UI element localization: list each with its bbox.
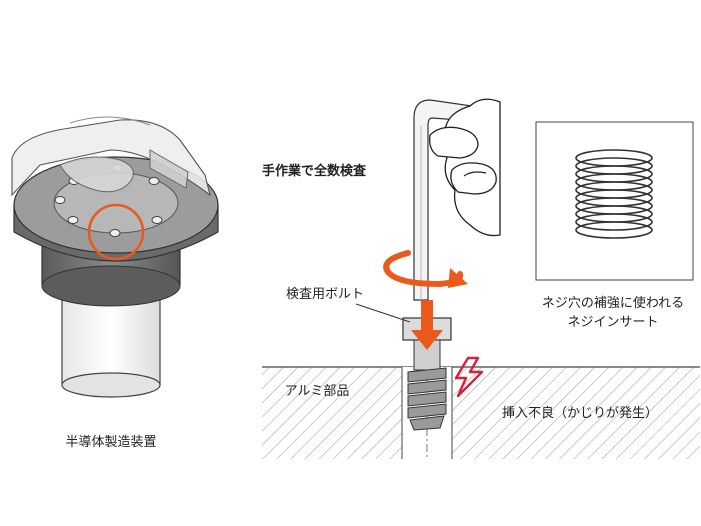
aluminum-part-label: アルミ部品 [285, 384, 350, 399]
bolt-leader-line [355, 303, 411, 323]
rotation-arrowhead-icon [448, 268, 468, 288]
insert-caption-line1: ネジ穴の補強に使われる [542, 295, 684, 311]
down-arrow-icon [411, 300, 443, 350]
insertion-failure-label: 挿入不良（かじりが発生） [502, 405, 658, 421]
lightning-icon [454, 356, 484, 398]
aluminum-part [262, 366, 700, 459]
insert-caption-line2: ネジインサート [567, 315, 658, 330]
inspection-bolt [402, 317, 452, 431]
inspection-bolt-label: 検査用ボルト [286, 287, 364, 302]
equipment-label: 半導体製造装置 [65, 435, 156, 450]
insert-callout-box [535, 121, 694, 281]
manual-inspection-label: 手作業で全数検査 [262, 163, 367, 179]
coil-insert-icon [575, 149, 653, 239]
highlight-circle-icon [87, 203, 145, 261]
hand-illustration [429, 98, 501, 237]
semiconductor-equipment-illustration [11, 116, 219, 398]
